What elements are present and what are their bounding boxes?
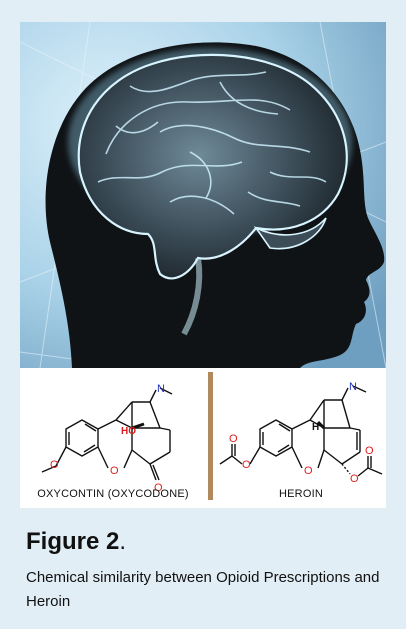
oxycodone-label: OXYCONTIN (OXYCODONE) [37, 488, 189, 500]
cerebellum [253, 217, 327, 250]
atom-o-ester-left: O [242, 459, 251, 471]
atom-n1: N [157, 383, 165, 395]
figure-title-period: . [119, 528, 127, 555]
figure-frame: N HO O O O OXYCONTIN (OXYCODONE) [20, 22, 386, 508]
heroin-structure: N H O O O O O HEROIN [216, 368, 386, 508]
atom-o-carbonyl-left: O [229, 433, 238, 445]
atom-o-bridge: O [110, 465, 119, 477]
figure-caption: Chemical similarity between Opioid Presc… [26, 569, 380, 610]
figure-title: Figure 2. [26, 528, 126, 556]
heroin-skeletal-formula: N H O O O O O [219, 381, 383, 485]
atom-o-bridge: O [304, 465, 313, 477]
brain-stem [181, 257, 203, 336]
molecule-comparison-panel: N HO O O O OXYCONTIN (OXYCODONE) [20, 368, 386, 508]
oxycodone-skeletal-formula: N HO O O O [41, 383, 173, 494]
panel-divider [208, 372, 213, 500]
atom-o-carbonyl-right: O [365, 445, 374, 457]
oxycodone-structure: N HO O O O OXYCONTIN (OXYCODONE) [20, 368, 206, 508]
brain-folds [97, 71, 327, 215]
atom-o-ketone: O [154, 482, 163, 494]
figure-number: Figure 2 [26, 528, 120, 555]
atom-oh: HO [121, 426, 136, 437]
heroin-label: HEROIN [279, 488, 323, 500]
atom-h: H [312, 422, 319, 433]
atom-o-ester-right: O [350, 473, 359, 485]
atom-n2: N [349, 381, 357, 393]
atom-o-methoxy: O [50, 459, 59, 471]
brain-head-illustration [20, 22, 386, 368]
